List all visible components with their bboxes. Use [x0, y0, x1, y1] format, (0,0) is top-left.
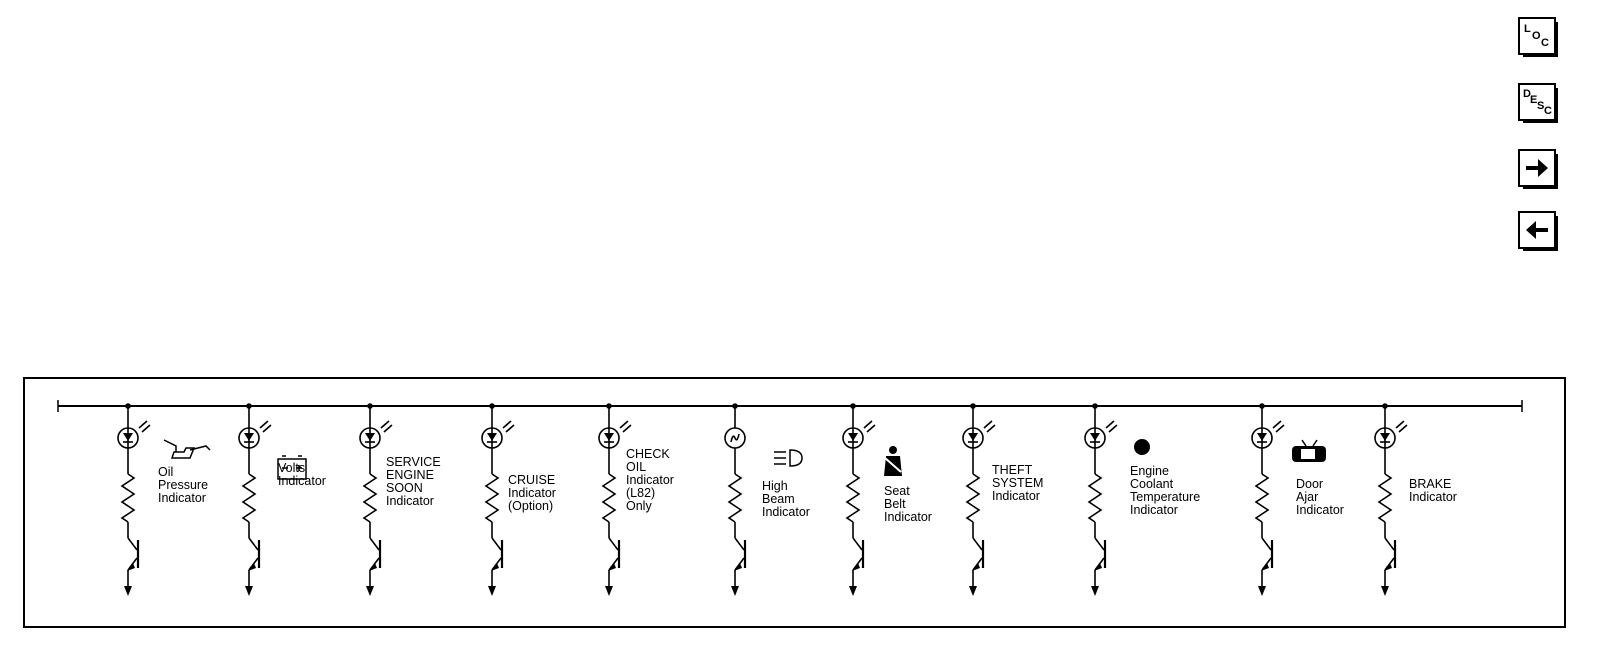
resistor	[362, 473, 378, 523]
transistor	[852, 537, 865, 571]
resistor	[601, 473, 617, 523]
ground-arrow	[366, 586, 374, 596]
ground-arrow	[731, 586, 739, 596]
description-button[interactable]: D E S C	[1518, 83, 1558, 123]
loc-letter-l: L	[1524, 23, 1531, 35]
transistor	[369, 537, 382, 571]
led-icon	[238, 420, 272, 449]
arrow-left-icon	[1526, 221, 1548, 239]
led-icon	[842, 420, 876, 449]
led-icon	[1084, 420, 1118, 449]
diagram-border	[23, 377, 1566, 628]
loc-letter-o: O	[1532, 30, 1541, 42]
ground-arrow	[488, 586, 496, 596]
seat-belt-icon	[884, 446, 902, 476]
ground-arrow	[1381, 586, 1389, 596]
battery-icon	[277, 455, 307, 480]
resistor	[484, 473, 500, 523]
led-icon	[962, 420, 996, 449]
led-icon	[117, 420, 151, 449]
transistor	[1094, 537, 1107, 571]
desc-letter-e: E	[1530, 94, 1538, 106]
led-icon	[598, 420, 632, 449]
transistor	[734, 537, 747, 571]
resistor	[1377, 473, 1393, 523]
ground-arrow	[849, 586, 857, 596]
oil-can-icon	[163, 439, 211, 459]
ground-arrow	[124, 586, 132, 596]
desc-letter-s: S	[1537, 100, 1545, 112]
ground-arrow	[1091, 586, 1099, 596]
transistor	[608, 537, 621, 571]
resistor	[727, 473, 743, 523]
desc-letter-c: C	[1544, 105, 1552, 117]
transistor	[1384, 537, 1397, 571]
transistor	[972, 537, 985, 571]
coolant-dot-icon	[1134, 439, 1150, 455]
led-icon	[1374, 420, 1408, 449]
ground-arrow	[1258, 586, 1266, 596]
transistor	[491, 537, 504, 571]
transistor	[248, 537, 261, 571]
led-icon	[481, 420, 515, 449]
ground-arrow	[245, 586, 253, 596]
bulb-icon	[724, 427, 746, 449]
resistor	[120, 473, 136, 523]
resistor	[1087, 473, 1103, 523]
transistor	[127, 537, 140, 571]
ground-arrow	[605, 586, 613, 596]
resistor	[1254, 473, 1270, 523]
ground-arrow	[969, 586, 977, 596]
led-icon	[359, 420, 393, 449]
arrow-right-icon	[1526, 159, 1548, 177]
resistor	[965, 473, 981, 523]
next-page-button[interactable]	[1518, 149, 1558, 189]
resistor	[241, 473, 257, 523]
car-door-icon	[1292, 439, 1326, 462]
resistor	[845, 473, 861, 523]
high-beam-icon	[774, 449, 803, 467]
transistor	[1261, 537, 1274, 571]
desc-letter-d: D	[1523, 88, 1531, 100]
loc-letter-c: C	[1541, 37, 1549, 49]
led-icon	[1251, 420, 1285, 449]
